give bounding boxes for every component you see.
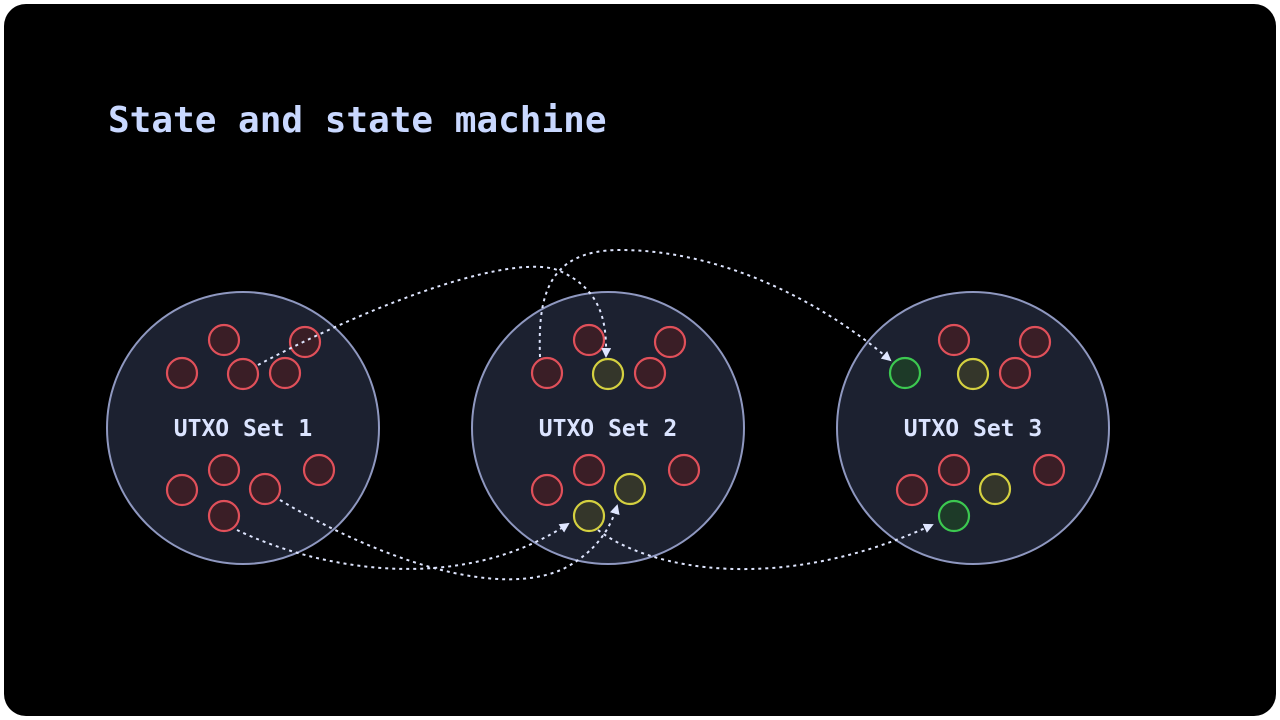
slide-title: State and state machine [108, 100, 607, 141]
utxo-set-1: UTXO Set 1 [106, 291, 380, 565]
utxo-spent [268, 356, 302, 390]
utxo-spent [207, 323, 241, 357]
utxo-spent [207, 453, 241, 487]
transition-arrow-4 [279, 499, 620, 581]
utxo-spent [530, 356, 564, 390]
set-label: UTXO Set 2 [539, 416, 677, 442]
transition-arrow-1 [257, 265, 612, 366]
transition-arrow-3 [236, 522, 570, 570]
utxo-spent [530, 473, 564, 507]
utxo-spent [572, 323, 606, 357]
utxo-spent [226, 357, 260, 391]
utxo-set-2: UTXO Set 2 [471, 291, 745, 565]
utxo-spent [288, 325, 322, 359]
utxo-new [888, 356, 922, 390]
utxo-spent [165, 356, 199, 390]
utxo-spent [895, 473, 929, 507]
utxo-spent [1018, 325, 1052, 359]
utxo-consumed [978, 472, 1012, 506]
utxo-consumed [613, 472, 647, 506]
utxo-spent [998, 356, 1032, 390]
utxo-spent [572, 453, 606, 487]
utxo-set-3: UTXO Set 3 [836, 291, 1110, 565]
utxo-new [937, 499, 971, 533]
set-label: UTXO Set 3 [904, 416, 1042, 442]
set-label: UTXO Set 1 [174, 416, 312, 442]
utxo-spent [937, 323, 971, 357]
utxo-consumed [591, 357, 625, 391]
transition-arrow-2 [538, 248, 892, 362]
utxo-spent [165, 473, 199, 507]
transition-arrow-5 [597, 523, 934, 571]
utxo-spent [937, 453, 971, 487]
utxo-consumed [572, 499, 606, 533]
utxo-consumed [956, 357, 990, 391]
utxo-spent [248, 472, 282, 506]
utxo-spent [302, 453, 336, 487]
utxo-spent [653, 325, 687, 359]
utxo-spent [667, 453, 701, 487]
utxo-spent [633, 356, 667, 390]
utxo-spent [1032, 453, 1066, 487]
utxo-spent [207, 499, 241, 533]
